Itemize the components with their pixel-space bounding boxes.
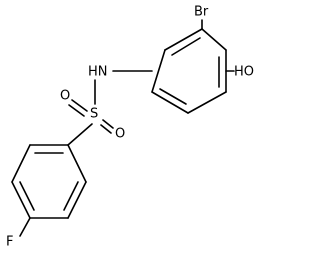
hydroxyl-label: HO — [234, 65, 254, 80]
s-c-bond — [67, 123, 93, 146]
fluorine-label: F — [6, 235, 13, 250]
nitrogen-label: HN — [88, 65, 108, 80]
structure-diagram: Br HO HN S O O F — [6, 5, 254, 250]
s-o-lower-double-bond — [100, 119, 114, 134]
c-f-bond — [19, 217, 31, 237]
bromophenol-ring — [151, 28, 227, 114]
bromine-label: Br — [194, 5, 209, 20]
s-o-upper-double-bond — [68, 99, 88, 117]
oxygen-lower-label: O — [115, 127, 125, 142]
oxygen-upper-label: O — [60, 89, 70, 104]
sulfur-label: S — [90, 107, 98, 122]
fluorophenyl-ring — [11, 144, 87, 219]
